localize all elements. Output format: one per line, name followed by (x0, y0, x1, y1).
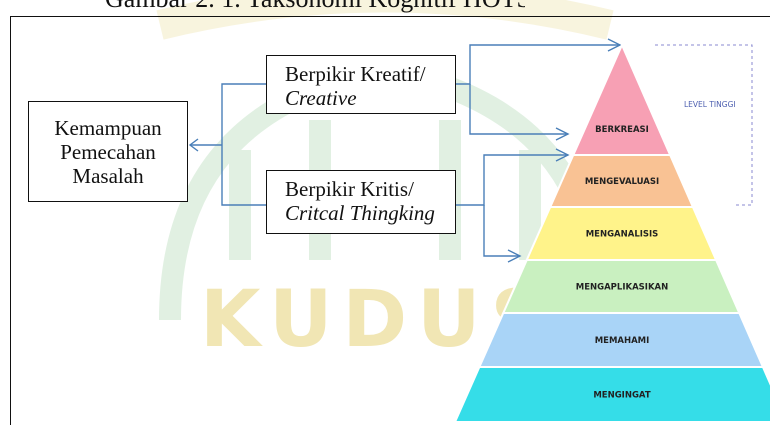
box-problem-solving: Kemampuan Pemecahan Masalah (28, 101, 188, 202)
pyramid-label-mengingat: MENGINGAT (593, 391, 651, 401)
box-left-line-2: Pemecahan (60, 140, 156, 164)
arrow-creative-to-top (456, 44, 620, 85)
box-creative-thinking: Berpikir Kreatif/ Creative (266, 55, 456, 114)
pyramid-label-mengaplikasikan: MENGAPLIKASIKAN (576, 283, 668, 293)
pyramid-label-mengevaluasi: MENGEVALUASI (585, 177, 659, 187)
pyramid-tier-mengingat (453, 366, 770, 423)
arrowhead-evaluasi (555, 148, 570, 162)
pyramid-label-menganalisis: MENGANALISIS (586, 230, 659, 240)
arrowhead-top (607, 38, 622, 52)
box-critical-line-1: Berpikir Kritis/ (285, 177, 414, 201)
frame-left-line (10, 16, 11, 425)
frame-top-line (10, 16, 770, 17)
arrow-creative-to-berkreasi (469, 84, 568, 135)
pyramid-label-berkreasi: BERKREASI (595, 125, 649, 135)
arrowhead-analisis (507, 249, 522, 263)
pyramid-label-memahami: MEMAHAMI (595, 336, 650, 346)
pyramid-tier-berkreasi (571, 42, 672, 156)
figure-title: Gambar 2. 1. Taksonomi Kognitif HOTS (105, 0, 525, 14)
box-critical-line-2: Critcal Thingking (285, 201, 435, 225)
arrow-critical-to-analisis (483, 205, 520, 257)
box-left-line-1: Kemampuan (54, 116, 162, 140)
box-creative-line-2: Creative (285, 86, 357, 110)
level-tinggi-label: LEVEL TINGGI (684, 100, 736, 109)
arrowhead-left-box (188, 138, 199, 152)
box-critical-thinking: Berpikir Kritis/ Critcal Thingking (266, 170, 456, 234)
level-dashed-bracket (655, 44, 753, 206)
box-left-line-3: Masalah (72, 164, 144, 188)
arrow-critical-to-evaluasi (456, 154, 568, 206)
box-creative-line-1: Berpikir Kreatif/ (285, 62, 426, 86)
arrowhead-berkreasi (555, 127, 570, 141)
